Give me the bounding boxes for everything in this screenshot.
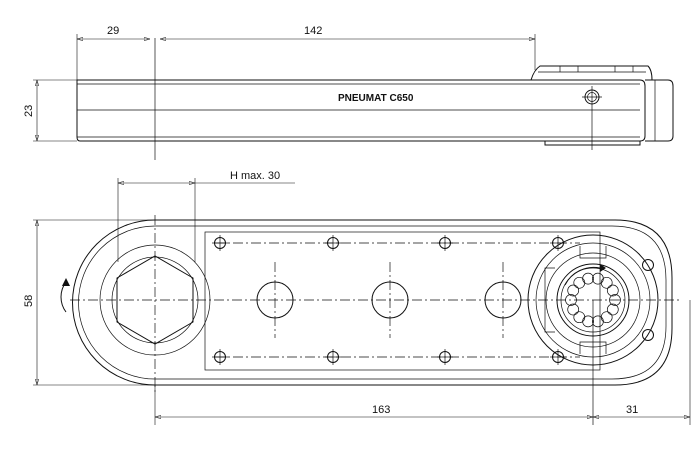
mounting-holes xyxy=(212,235,654,365)
dim-142: 142 xyxy=(304,25,322,37)
ball xyxy=(592,272,604,285)
side-body xyxy=(76,79,646,142)
ball xyxy=(609,294,621,306)
ball xyxy=(573,276,586,289)
ball xyxy=(567,303,580,316)
top-view: H max. 30 58 163 31 xyxy=(23,170,691,425)
ball xyxy=(600,311,613,324)
ball xyxy=(582,315,594,328)
side-view: PNEUMAT C650 29 142 23 xyxy=(23,25,674,160)
ball xyxy=(565,294,577,306)
ball xyxy=(567,284,580,297)
side-end-cap xyxy=(645,79,674,142)
ball xyxy=(573,311,586,324)
screw-icon xyxy=(582,86,602,150)
screw-hole xyxy=(642,259,654,271)
dim-23: 23 xyxy=(23,105,35,117)
dim-h-max: H max. 30 xyxy=(230,170,280,182)
arm-outline xyxy=(72,219,673,386)
product-label: PNEUMAT C650 xyxy=(338,93,414,104)
rotation-arrow-icon xyxy=(600,264,606,272)
dim-58: 58 xyxy=(23,295,35,307)
dim-31: 31 xyxy=(626,404,638,416)
side-top-bump xyxy=(530,65,653,81)
dim-163: 163 xyxy=(372,404,390,416)
ball xyxy=(592,315,604,328)
side-bottom-ring xyxy=(544,141,641,146)
ball xyxy=(582,272,594,285)
rotary-ring xyxy=(527,234,659,425)
ball-bearing-ring xyxy=(565,272,621,328)
rotation-direction-icon xyxy=(60,281,67,313)
ball xyxy=(606,284,619,297)
ball xyxy=(606,303,619,316)
dim-29: 29 xyxy=(107,25,119,37)
screw-hole xyxy=(642,329,654,341)
ball xyxy=(600,276,613,289)
